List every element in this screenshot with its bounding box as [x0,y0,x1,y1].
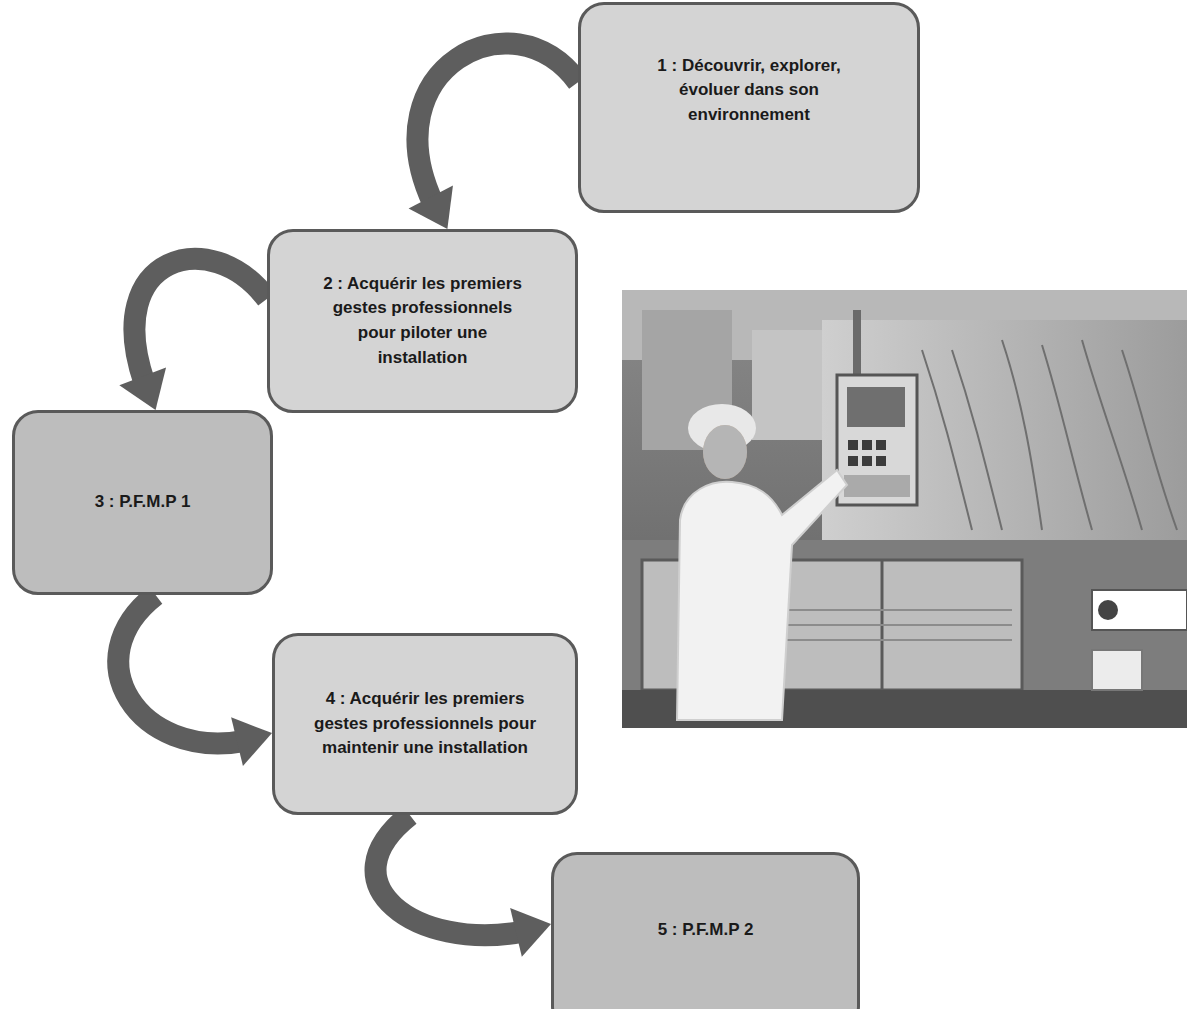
process-box: 2 : Acquérir les premiers gestes profess… [267,229,578,413]
arrow-head [409,186,453,229]
curved-arrow [119,259,267,410]
arrow-head [231,717,272,766]
process-box: 5 : P.F.M.P 2 [551,852,860,1009]
box-label: 1 : Découvrir, explorer, évoluer dans so… [633,54,865,128]
process-box: 1 : Découvrir, explorer, évoluer dans so… [578,2,920,213]
process-box: 4 : Acquérir les premiers gestes profess… [272,633,578,815]
curved-arrow [409,43,578,229]
factory-photo [622,290,1187,728]
box-label: 5 : P.F.M.P 2 [658,918,754,943]
box-label: 3 : P.F.M.P 1 [95,490,191,515]
process-box: 3 : P.F.M.P 1 [12,410,273,595]
box-label: 4 : Acquérir les premiers gestes profess… [313,687,538,761]
arrow-head [119,367,166,410]
curved-arrow [118,595,272,766]
arrow-head [510,908,551,957]
arrow-shaft [118,595,272,743]
box-label: 2 : Acquérir les premiers gestes profess… [318,272,528,371]
curved-arrow [376,815,551,957]
